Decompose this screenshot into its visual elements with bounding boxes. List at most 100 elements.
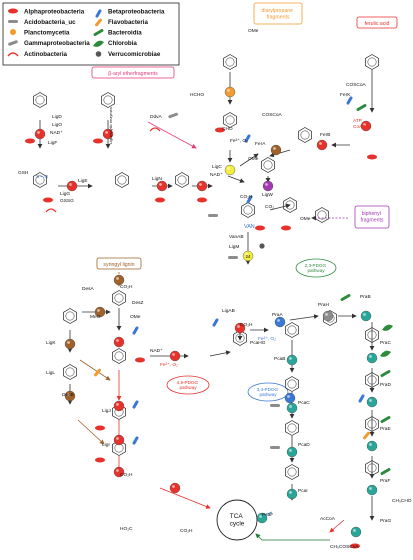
enzyme-node [366,396,378,408]
arrow [159,487,211,509]
box-label: diarylpropane fragments [262,8,295,21]
enzyme-label: PcaI [298,488,308,494]
enzyme-label: PraC [380,340,391,346]
molecule-label: S – G [36,174,49,180]
box-label: biphenyl fragments [360,211,383,224]
enzyme-node [366,484,378,496]
rod-icon [246,195,253,204]
rod-icon [358,394,365,403]
arrow [239,153,259,167]
benzene-ring [175,172,189,188]
rod-icon [8,20,18,23]
legend-label: Betaproteobacteria [108,9,165,16]
cofactor-label: CoASH [353,124,370,130]
curve-icon [45,208,57,213]
enzyme-node-highlight [172,353,175,356]
enzyme-node [286,446,298,458]
benzene-ring [101,92,115,108]
box-ferulic: ferulic acid [356,16,398,29]
box-frame [356,16,398,29]
rod-icon [208,214,218,217]
cofactor-label: Fe²⁺, O₂ [160,362,178,368]
enzyme-node-highlight [273,147,276,150]
enzyme-node-highlight [105,131,108,134]
cofactor-label: Fe²⁺, O₂ [258,336,276,342]
enzyme-label: LigK [46,340,56,346]
ellipse-icon [8,8,18,14]
enzyme-node-highlight [116,437,119,440]
enzyme-node [224,164,236,176]
enzyme-node-highlight [287,395,290,398]
leaf-icon [382,324,393,331]
van-label: VAN [244,224,255,230]
curve-icon [149,127,161,132]
enzyme-node [242,250,254,262]
box-frame [96,257,142,270]
ellipse-icon [281,225,291,231]
enzyme-node-highlight [116,339,119,342]
ellipse-icon [215,127,225,133]
enzyme-node [113,400,125,412]
ellipse-icon [197,197,207,203]
pathway-label-line: 2,3-PDOG [305,263,327,268]
enzyme-node [113,466,125,478]
ellipse-icon [155,197,165,203]
rod-icon [380,416,391,423]
ellipse-icon [43,197,53,203]
enzyme-label: PraB [360,294,371,300]
legend-item: Planctomycetia [10,29,70,37]
enzyme-node-highlight [265,183,268,186]
cell-icon [10,29,16,35]
ring-inner-circle [225,57,235,67]
enzyme-node [360,310,372,322]
arrow [147,121,197,149]
enzyme-label: LigF [48,140,57,146]
enzyme-label: PcaC [298,400,310,406]
legend-label: Acidobacteria_uc [24,19,76,26]
cofactor-label: ATP [353,118,362,124]
rod-icon [356,104,367,111]
molecule-label: COSCoA [262,112,283,118]
ring-inner-circle [225,115,235,125]
enzyme-node-highlight [227,89,230,92]
enzyme-nodes: 24 [34,86,378,538]
molecule-label: CO₂H [120,284,133,290]
pathway-oval [247,382,289,402]
ring-inner-circle [117,175,127,185]
molecule-label: CHO [222,126,233,132]
enzyme-label: DesZ [132,300,144,306]
enzyme-node-highlight [277,319,280,322]
tca-circle [216,499,258,541]
cofactor-label: GSSG [60,198,74,204]
enzyme-label: FerB [320,132,330,138]
arrow [77,419,105,445]
legend-label: Bacteroidia [108,30,142,37]
box-biphenyl: biphenyl fragments [354,205,390,229]
benzene-ring [112,440,126,456]
legend-item: Actinobacteria [7,51,68,58]
enzyme-label: LigM [229,244,239,250]
benzene-ring [63,364,77,380]
benzene-ring [112,290,126,306]
ring-inner-circle [287,423,297,433]
enzyme-label: PraD [380,382,391,388]
enzyme-node-highlight [237,325,240,328]
cofactor-label: GSH [18,170,29,176]
enzyme-node-highlight [116,403,119,406]
box-beta-aryl: β-aryl etherfragments [91,66,175,79]
enzyme-node-highlight [67,393,70,396]
ring-inner-circle [287,467,297,477]
rod-icon [168,112,178,119]
legend-item: Bacteroidia [93,29,142,37]
legend-item: Chlorobia [93,40,137,47]
enzyme-node [113,336,125,348]
box-diarylpropane: diarylpropane fragments [253,2,303,25]
ellipse-icon [95,425,105,431]
molecule-label: CH₃CHO [392,498,412,504]
legend-item: Acidobacteria_uc [8,19,76,26]
cofactor-label: HCHO [190,92,204,98]
enzyme-node-highlight [97,309,100,312]
ring-inner-circle [263,160,273,170]
ellipse-icon [25,138,35,144]
